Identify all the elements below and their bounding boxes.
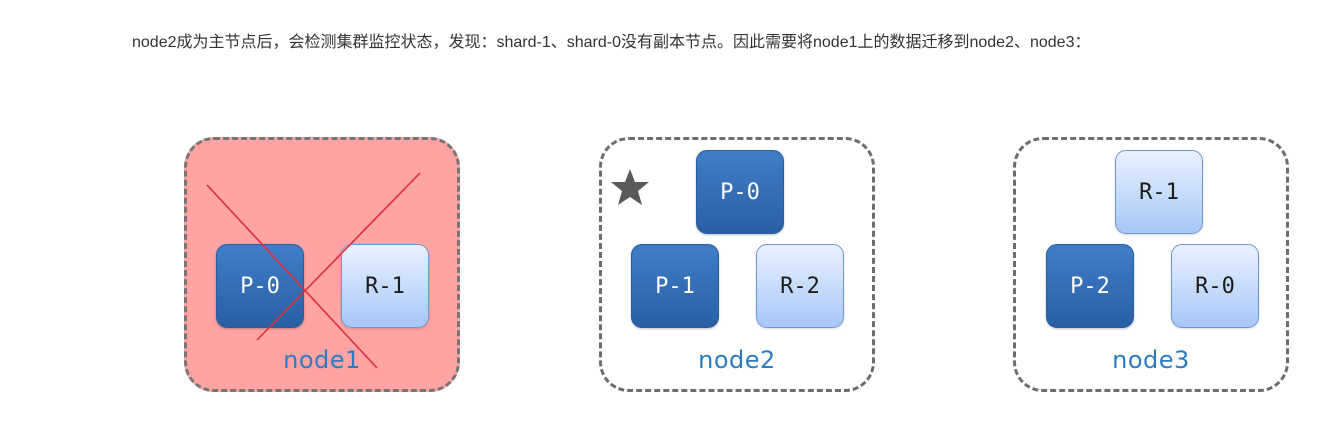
shard-p0: P-0 xyxy=(696,150,784,234)
shard-r2: R-2 xyxy=(756,244,844,328)
node1-box: P-0 R-1 node1 xyxy=(184,137,460,392)
intro-paragraph: node2成为主节点后，会检测集群监控状态，发现：shard-1、shard-0… xyxy=(132,34,1091,51)
node2-box: P-0 P-1 R-2 node2 xyxy=(599,137,875,392)
shard-p0: P-0 xyxy=(216,244,304,328)
shard-p1: P-1 xyxy=(631,244,719,328)
shard-r0: R-0 xyxy=(1171,244,1259,328)
star-icon xyxy=(611,169,649,205)
node-label: node2 xyxy=(698,346,776,374)
shard-r1: R-1 xyxy=(341,244,429,328)
node-label: node1 xyxy=(283,346,361,374)
node-label: node3 xyxy=(1112,346,1190,374)
shard-p2: P-2 xyxy=(1046,244,1134,328)
node3-box: R-1 P-2 R-0 node3 xyxy=(1013,137,1289,392)
shard-r1: R-1 xyxy=(1115,150,1203,234)
